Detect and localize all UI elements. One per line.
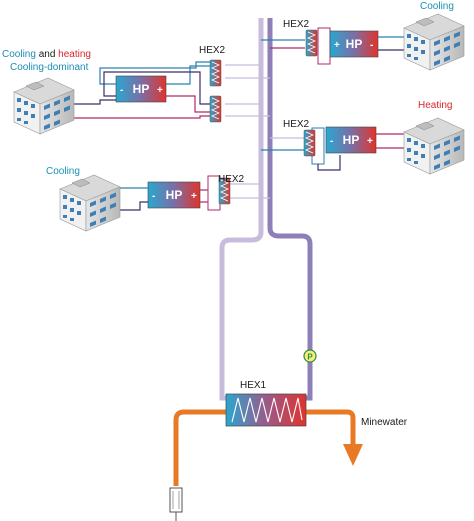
cooling-left-word: Cooling bbox=[2, 49, 36, 60]
hp-right-label: HP bbox=[343, 133, 360, 147]
hex2-top-right-label: HEX2 bbox=[283, 19, 310, 30]
cooling-and-heating-label: Cooling and heating bbox=[2, 49, 91, 60]
building-right-icon bbox=[403, 117, 465, 175]
hex1-label: HEX1 bbox=[240, 380, 267, 391]
warm-return-pipe bbox=[267, 18, 313, 401]
hp-plus-sign: + bbox=[191, 191, 197, 202]
hp-plus-sign: + bbox=[334, 40, 340, 51]
cooling-top-right-label: Cooling bbox=[420, 1, 454, 12]
building-top-right-icon bbox=[403, 13, 465, 71]
heating-left-word: heating bbox=[58, 49, 91, 60]
branch-bottom-left: HP - + HEX2 Cooling bbox=[46, 166, 270, 232]
cooling-bottom-left-label: Cooling bbox=[46, 166, 80, 177]
hp-top-right-label: HP bbox=[346, 37, 363, 51]
minewater-circuit: Minewater bbox=[169, 409, 408, 521]
hex2-right-icon bbox=[303, 129, 316, 157]
hex2-bottom-left-label: HEX2 bbox=[218, 174, 245, 185]
and-word: and bbox=[36, 49, 58, 60]
hp-minus-sign: - bbox=[370, 40, 373, 51]
hex2-top-right-icon bbox=[305, 29, 318, 57]
branch-left: HP - + HEX2 Cooling and heating Cooling-… bbox=[2, 45, 270, 135]
hex2-right-label: HEX2 bbox=[283, 119, 310, 130]
hex2-left-upper-icon bbox=[209, 59, 222, 87]
hp-left-label: HP bbox=[133, 82, 150, 96]
building-bottom-left-icon bbox=[59, 174, 121, 232]
cold-supply-pipe bbox=[219, 18, 264, 401]
hex1: HEX1 bbox=[225, 380, 307, 427]
hp-minus-sign: - bbox=[120, 85, 123, 96]
branch-top-right: HP + - HEX2 Cooling bbox=[261, 1, 465, 71]
hp-plus-sign: + bbox=[367, 136, 373, 147]
pump-label: P bbox=[307, 353, 313, 362]
hp-minus-sign: - bbox=[152, 191, 155, 202]
minewater-label: Minewater bbox=[361, 417, 408, 428]
hex2-left-lower-icon bbox=[209, 95, 222, 123]
heating-right-label: Heating bbox=[418, 100, 452, 111]
hex2-left-label: HEX2 bbox=[199, 45, 226, 56]
cooling-dominant-label: Cooling-dominant bbox=[10, 62, 89, 73]
hp-minus-sign: - bbox=[330, 136, 333, 147]
circulation-pump: P bbox=[303, 349, 317, 363]
hp-plus-sign: + bbox=[157, 85, 163, 96]
mine-shaft-well-icon bbox=[169, 487, 183, 513]
building-left-icon bbox=[13, 77, 75, 135]
minewater-outlet-arrow-icon bbox=[343, 444, 363, 466]
hp-bottom-left-label: HP bbox=[166, 188, 183, 202]
branch-right: HP - + HEX2 Heating bbox=[261, 100, 465, 175]
